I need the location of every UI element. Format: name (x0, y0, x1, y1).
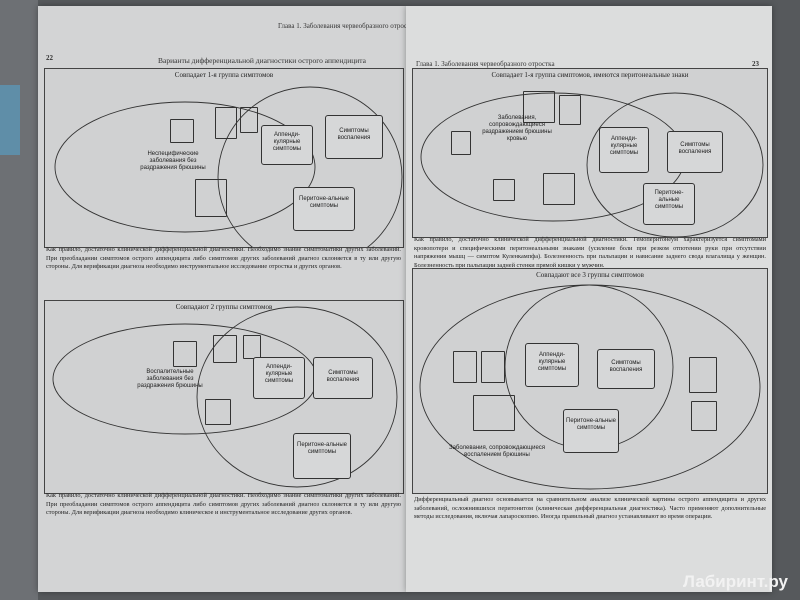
inflammation-box: Симптомы воспаления (667, 131, 723, 173)
symptom-group-icon (215, 107, 237, 139)
diagram-2: Совпадают 2 группы симптомов Воспалитель… (44, 300, 404, 494)
caption-3: Как правило, достаточно клинической дифф… (414, 236, 766, 269)
inflammation-box: Симптомы воспаления (597, 349, 655, 389)
inflammation-label: Симптомы воспаления (678, 142, 712, 155)
inflammation-label: Симптомы воспаления (326, 370, 360, 383)
appendicular-box: Аппенди-кулярные симптомы (525, 343, 579, 387)
symptom-group-icon (493, 179, 515, 201)
diagram-1: Совпадает 1-я группа симптомов Неспецифи… (44, 68, 404, 248)
symptom-group-icon (473, 395, 515, 431)
symptom-group-icon (543, 173, 575, 205)
right-page: Глава 1. Заболевания червеобразного отро… (406, 6, 772, 592)
diagram-3-oval-label: Заболевания, сопровождающиеся раздражени… (482, 115, 552, 142)
left-top-banner: Варианты дифференциальной диагностики ос… (158, 56, 366, 65)
caption-2: Как правило, достаточно клинической дифф… (46, 492, 401, 516)
inflammation-label: Симптомы воспаления (609, 360, 643, 373)
diagram-4: Совпадают все 3 группы симптомов Аппенди… (412, 268, 768, 494)
diagram-3-title: Совпадает 1-я группа симптомов, имеются … (491, 71, 689, 79)
diagram-1-oval-label: Неспецифические заболевания без раздраже… (140, 151, 206, 171)
diagram-2-oval-label: Воспалительные заболевания без раздражен… (137, 369, 203, 389)
peritoneal-box: Перитоне-альные симптомы (293, 433, 351, 479)
peritoneal-box: Перитоне-альные симптомы (293, 187, 355, 231)
diagram-3: Совпадает 1-я группа симптомов, имеются … (412, 68, 768, 238)
appendicular-box: Аппенди-кулярные симптомы (253, 357, 305, 399)
inflammation-box: Симптомы воспаления (325, 115, 383, 159)
diagram-4-oval-label: Заболевания, сопровождающиеся воспаление… (448, 445, 546, 458)
peritoneal-label: Перитоне-альные симптомы (297, 442, 347, 455)
symptom-group-icon (205, 399, 231, 425)
caption-1: Как правило, достаточно клинической дифф… (46, 246, 401, 270)
appendicular-box: Аппенди-кулярные симптомы (261, 125, 313, 165)
appendicular-label: Аппенди-кулярные симптомы (264, 364, 294, 384)
symptom-group-icon (453, 351, 477, 383)
peritoneal-label: Перитоне-альные симптомы (654, 190, 684, 210)
diagram-2-title: Совпадают 2 группы симптомов (175, 303, 273, 311)
appendicular-label: Аппенди-кулярные симптомы (272, 132, 302, 152)
symptom-group-icon (451, 131, 471, 155)
symptom-group-icon (173, 341, 197, 367)
symptom-group-icon (559, 95, 581, 125)
symptom-group-icon (195, 179, 227, 217)
right-running-head: Глава 1. Заболевания червеобразного отро… (416, 60, 555, 68)
watermark-logo: Лабиринт.ру (682, 572, 788, 591)
peritoneal-box: Перитоне-альные симптомы (643, 183, 695, 225)
symptom-group-icon (243, 335, 261, 359)
diagram-1-ovals (54, 86, 403, 247)
peritoneal-box: Перитоне-альные симптомы (563, 409, 619, 453)
appendicular-label: Аппенди-кулярные симптомы (609, 136, 639, 156)
symptom-group-icon (170, 119, 194, 143)
appendicular-box: Аппенди-кулярные симптомы (599, 127, 649, 173)
symptom-group-icon (240, 107, 258, 133)
symptom-group-icon (213, 335, 237, 363)
peritoneal-label: Перитоне-альные симптомы (566, 418, 616, 431)
diagram-1-title: Совпадает 1-я группа симптомов (174, 71, 274, 79)
left-page: Глава 1. Заболевания червеобразного отро… (38, 6, 417, 592)
diagram-4-title: Совпадают все 3 группы симптомов (536, 271, 644, 279)
left-running-head: Глава 1. Заболевания червеобразного отро… (278, 22, 417, 30)
symptom-group-icon (481, 351, 505, 383)
peritoneal-label: Перитоне-альные симптомы (299, 196, 349, 209)
inflammation-box: Симптомы воспаления (313, 357, 373, 399)
symptom-group-icon (689, 357, 717, 393)
caption-4: Дифференциальный диагноз основывается на… (414, 496, 766, 520)
symptom-group-icon (691, 401, 717, 431)
inflammation-label: Симптомы воспаления (337, 128, 371, 141)
background-blue-object (0, 85, 20, 155)
right-page-number: 23 (752, 60, 759, 68)
symptom-group-icon (523, 91, 555, 123)
left-page-number: 22 (46, 54, 53, 62)
appendicular-label: Аппенди-кулярные симптомы (537, 352, 567, 372)
